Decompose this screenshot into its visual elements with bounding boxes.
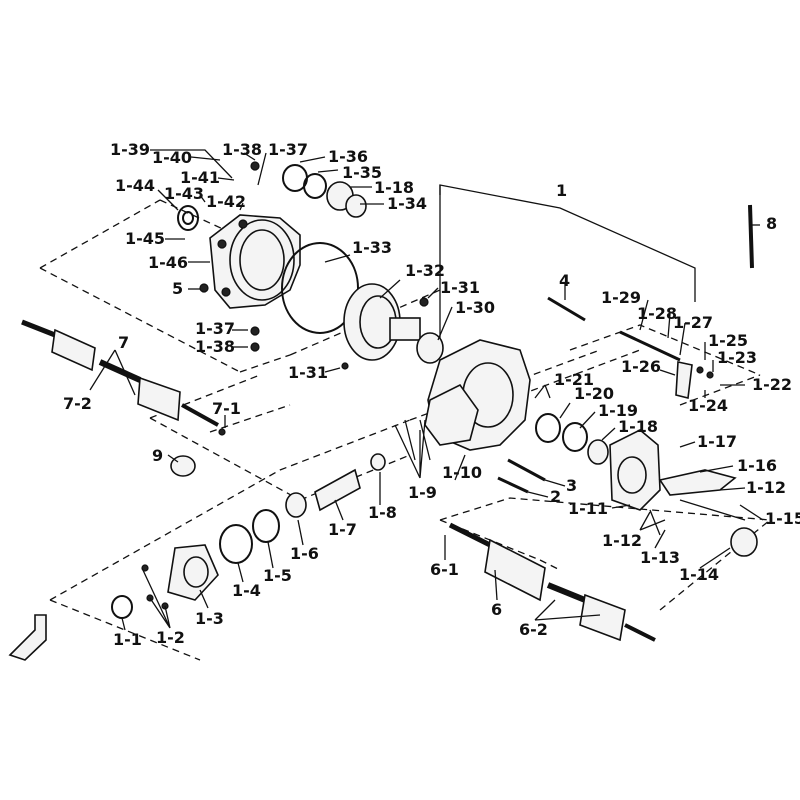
callout-1-37b: 1-37	[195, 319, 235, 338]
callout-1-31b: 1-31	[288, 363, 328, 382]
callout-1-39: 1-39	[110, 140, 150, 159]
callout-1-35: 1-35	[342, 163, 382, 182]
callout-6: 6	[491, 600, 502, 619]
leader-lines	[89, 149, 764, 631]
callout-1-11: 1-11	[568, 499, 608, 518]
assembly-bracket	[439, 184, 696, 340]
callout-1-26: 1-26	[621, 357, 661, 376]
callout-5: 5	[172, 279, 183, 298]
callout-1-1: 1-1	[113, 630, 142, 649]
callout-1-29: 1-29	[601, 288, 641, 307]
callout-1-18: 1-18	[374, 178, 414, 197]
callout-1-9: 1-9	[408, 483, 437, 502]
main-housing	[424, 339, 609, 465]
direction-arrow-icon	[8, 614, 47, 661]
callout-1-21: 1-21	[554, 370, 594, 389]
clutch-gear	[341, 283, 444, 370]
callout-1-3: 1-3	[195, 609, 224, 628]
callout-1-4: 1-4	[232, 581, 261, 600]
seal-rings	[177, 164, 367, 334]
callout-1-44: 1-44	[115, 176, 155, 195]
callout-1-34: 1-34	[387, 194, 427, 213]
callout-1-27: 1-27	[673, 313, 713, 332]
callout-1-31: 1-31	[440, 278, 480, 297]
callout-1-18b: 1-18	[618, 417, 658, 436]
callout-1-28: 1-28	[637, 304, 677, 323]
callout-1-46: 1-46	[148, 253, 188, 272]
callout-1-15: 1-15	[765, 509, 800, 528]
callout-labels: 1-39 1-38 1-37 1-36 1-35 1-40 1-41 1-18 …	[63, 140, 800, 649]
side-bracket	[609, 429, 758, 557]
callout-3: 3	[566, 476, 577, 495]
callout-8: 8	[766, 214, 777, 233]
callout-7-2: 7-2	[63, 394, 92, 413]
upper-housing	[209, 214, 301, 309]
callout-1-2: 1-2	[156, 628, 185, 647]
callout-1-38: 1-38	[222, 140, 262, 159]
callout-1-33: 1-33	[352, 238, 392, 257]
callout-1-10: 1-10	[442, 463, 482, 482]
callout-1-16: 1-16	[737, 456, 777, 475]
callout-6-1: 6-1	[430, 560, 459, 579]
callout-1-38b: 1-38	[195, 337, 235, 356]
callout-1-20: 1-20	[574, 384, 614, 403]
callout-1-40: 1-40	[152, 148, 192, 167]
callout-1-19: 1-19	[598, 401, 638, 420]
drive-shaft-right	[448, 522, 656, 642]
callout-1-7: 1-7	[328, 520, 357, 539]
callout-2: 2	[550, 487, 561, 506]
callout-7: 7	[118, 333, 129, 352]
callout-1-41: 1-41	[180, 168, 220, 187]
callout-1-12b: 1-12	[602, 531, 642, 550]
callout-9: 9	[152, 446, 163, 465]
callout-1-13: 1-13	[640, 548, 680, 567]
callout-1-8: 1-8	[368, 503, 397, 522]
callout-1-37: 1-37	[268, 140, 308, 159]
callout-1-6: 1-6	[290, 544, 319, 563]
callout-1-24: 1-24	[688, 396, 728, 415]
callout-1-14: 1-14	[679, 565, 719, 584]
callout-1-32: 1-32	[405, 261, 445, 280]
callout-1-12: 1-12	[746, 478, 786, 497]
drive-shaft-left	[21, 319, 226, 436]
callout-1-43: 1-43	[164, 184, 204, 203]
callout-1-25: 1-25	[708, 331, 748, 350]
callout-1-5: 1-5	[263, 566, 292, 585]
callout-1-22: 1-22	[752, 375, 792, 394]
shift-shaft	[547, 204, 754, 399]
callout-1-45: 1-45	[125, 229, 165, 248]
callout-1-17: 1-17	[697, 432, 737, 451]
callout-1-30: 1-30	[455, 298, 495, 317]
bolts	[199, 161, 546, 494]
callout-7-1: 7-1	[212, 399, 241, 418]
callout-1-23: 1-23	[717, 348, 757, 367]
callout-1-42: 1-42	[206, 192, 246, 211]
callout-1-36: 1-36	[328, 147, 368, 166]
callout-1: 1	[556, 181, 567, 200]
callout-4: 4	[559, 271, 570, 290]
callout-6-2: 6-2	[519, 620, 548, 639]
